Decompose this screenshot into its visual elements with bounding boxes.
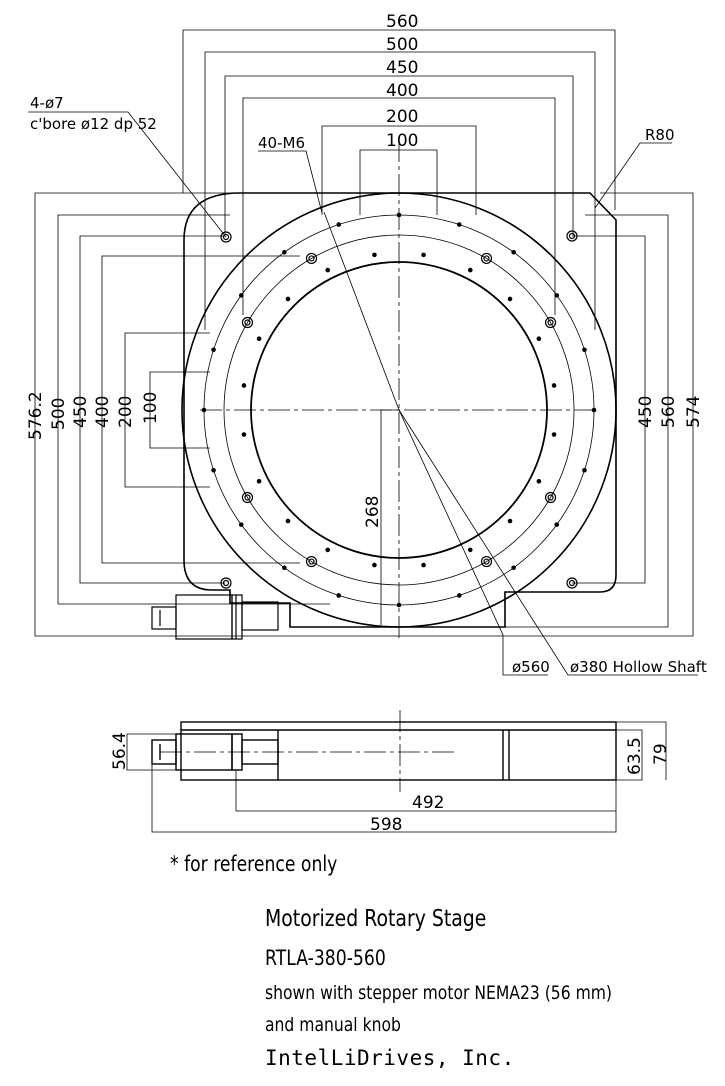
bolt-hole-outer xyxy=(238,522,244,527)
dim-450-top: 450 xyxy=(386,58,418,78)
dim-500-top: 500 xyxy=(386,35,418,55)
bolt-hole-inner xyxy=(551,432,557,437)
bolt-hole-inner xyxy=(467,547,473,553)
counterbore-hole xyxy=(241,491,254,504)
right-dimension-lines xyxy=(505,192,694,637)
dim-100-top: 100 xyxy=(386,131,418,151)
bolt-hole-outer xyxy=(591,407,597,413)
bolt-hole-inner xyxy=(285,296,291,302)
base-plate xyxy=(183,192,617,628)
counterbore-hole xyxy=(480,252,493,265)
dim-492: 492 xyxy=(412,793,444,813)
bolt-hole-inner xyxy=(536,336,542,342)
bolt-hole-outer xyxy=(211,467,216,473)
bolt-hole-outer xyxy=(396,212,402,218)
bolt-hole-inner xyxy=(285,518,291,524)
bolt-hole-inner xyxy=(507,296,513,302)
dim-400-top: 400 xyxy=(386,81,418,101)
dim-560-right: 560 xyxy=(659,396,679,428)
bolt-hole-inner xyxy=(325,547,331,553)
counterbore-hole xyxy=(480,555,493,568)
dim-598: 598 xyxy=(370,815,402,835)
bolt-hole-outer xyxy=(582,347,587,353)
bolt-hole-outer xyxy=(201,407,207,413)
side-view xyxy=(151,710,617,792)
bolt-hole-inner xyxy=(421,562,426,568)
bolt-hole-outer xyxy=(238,293,244,298)
left-dimension-lines xyxy=(34,192,505,637)
corner-radius-note: R80 xyxy=(645,126,675,144)
counterbore-hole xyxy=(241,316,254,329)
top-dimension-lines xyxy=(182,29,616,330)
dim-100-left: 100 xyxy=(141,392,161,424)
dim-56-4: 56.4 xyxy=(110,732,130,770)
bolt-hole-outer xyxy=(336,593,342,598)
bolt-hole-outer xyxy=(282,249,287,255)
bolt-hole-outer xyxy=(396,602,402,608)
dim-200-top: 200 xyxy=(386,107,418,127)
left-vertical-labels: 576.2 500 450 400 200 100 xyxy=(26,391,161,440)
bolt-hole-inner xyxy=(256,336,262,342)
dim-560-top: 560 xyxy=(386,12,418,32)
counterbore-note: c'bore ø12 dp 52 xyxy=(30,115,157,133)
bolt-hole-inner xyxy=(421,252,426,258)
bolt-hole-inner xyxy=(551,383,557,388)
bolt-hole-outer xyxy=(511,565,516,571)
bolt-hole-inner xyxy=(256,478,262,484)
side-dimension-lines xyxy=(126,721,667,833)
dim-450-left: 450 xyxy=(71,396,91,428)
dim-268: 268 xyxy=(363,496,383,528)
counterbore-hole xyxy=(544,316,557,329)
outer-diameter-note: ø560 xyxy=(512,658,550,676)
bolt-hole-outer xyxy=(282,565,287,571)
dim-500-left: 500 xyxy=(49,398,69,430)
offset-268-line xyxy=(380,409,399,625)
motor-top-view xyxy=(151,594,279,640)
dim-79: 79 xyxy=(651,743,671,765)
bolt-hole-inner xyxy=(241,432,247,437)
dim-450-right: 450 xyxy=(636,396,656,428)
dim-576-2: 576.2 xyxy=(26,391,46,440)
bolt-hole-inner xyxy=(372,252,377,258)
bolt-hole-outer xyxy=(582,467,587,473)
bolt-hole-outer xyxy=(336,222,342,227)
bolt-hole-outer xyxy=(511,249,516,255)
dim-63-5: 63.5 xyxy=(625,737,645,775)
bolt-hole-inner xyxy=(536,478,542,484)
dim-400-left: 400 xyxy=(93,396,113,428)
leader-lines xyxy=(28,111,698,676)
bolt-hole-outer xyxy=(211,347,216,353)
bolt-hole-outer xyxy=(554,522,560,527)
bolt-hole-inner xyxy=(467,267,473,273)
hollow-shaft-note: ø380 Hollow Shaft xyxy=(570,658,707,676)
mounting-holes xyxy=(201,212,597,608)
bolt-hole-inner xyxy=(372,562,377,568)
bolt-hole-inner xyxy=(507,518,513,524)
dim-574-right: 574 xyxy=(684,396,704,428)
thread-note: 40-M6 xyxy=(258,134,305,152)
counterbore-hole xyxy=(305,252,318,265)
bolt-hole-outer xyxy=(554,293,560,298)
hole-note: 4-ø7 xyxy=(30,94,64,112)
bolt-hole-inner xyxy=(325,267,331,273)
counterbore-hole xyxy=(305,555,318,568)
stage-body xyxy=(180,721,617,781)
bolt-hole-inner xyxy=(241,383,247,388)
bolt-hole-outer xyxy=(456,222,462,227)
base-corner-hole xyxy=(220,231,232,243)
top-view: 560 500 450 400 200 100 576.2 500 450 40… xyxy=(26,12,707,676)
dim-200-left: 200 xyxy=(116,396,136,428)
bolt-hole-outer xyxy=(456,593,462,598)
counterbore-hole xyxy=(544,491,557,504)
